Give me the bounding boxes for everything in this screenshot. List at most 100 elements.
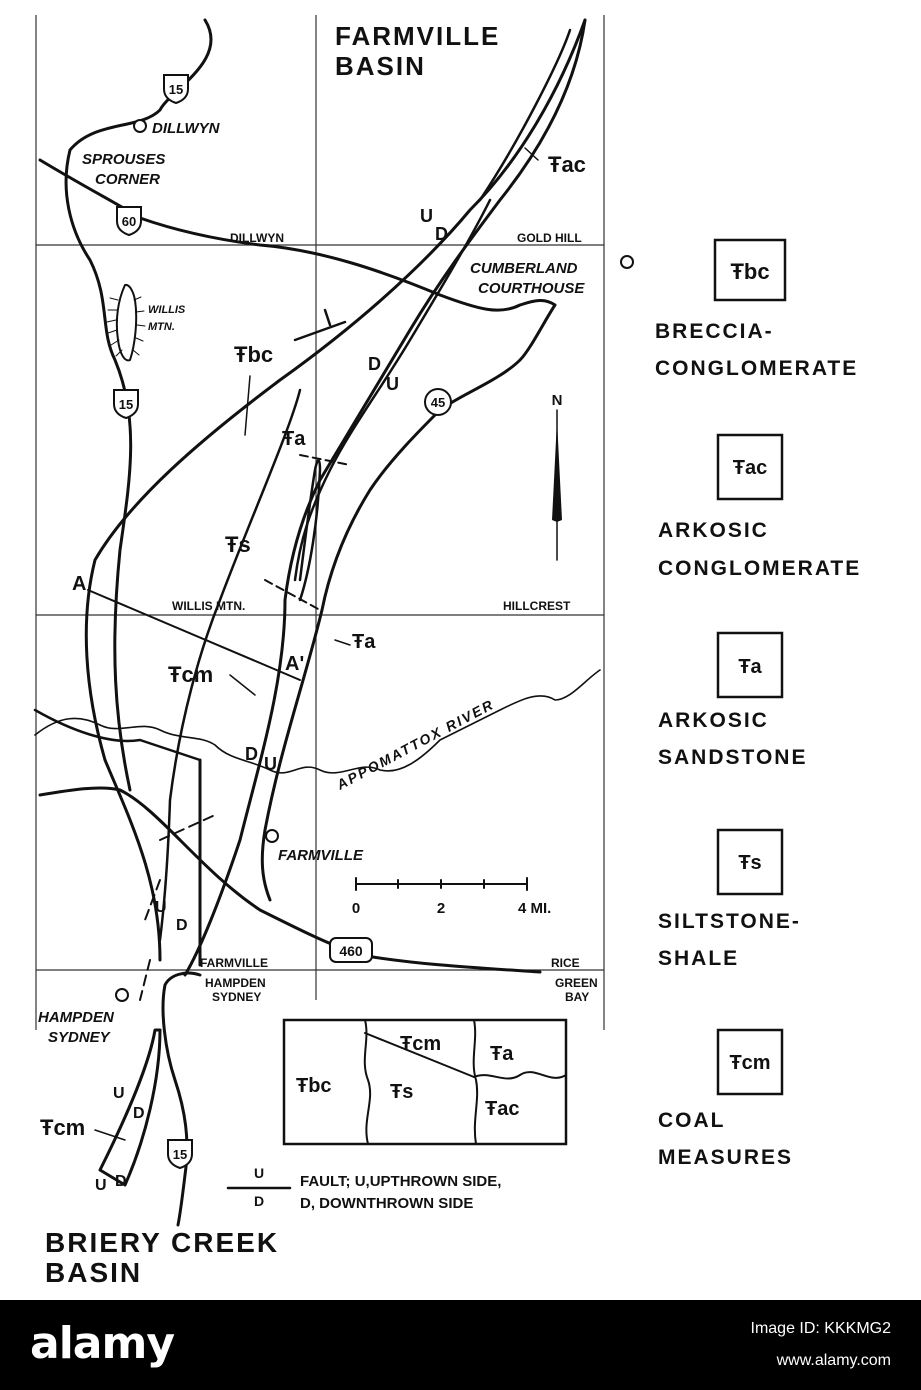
svg-text:COAL: COAL (658, 1109, 726, 1132)
town-sprouses-2: CORNER (95, 171, 160, 188)
quad-dillwyn: DILLWYN (230, 231, 284, 245)
svg-text:ARKOSIC: ARKOSIC (658, 709, 769, 732)
svg-text:15: 15 (169, 82, 183, 97)
appomattox-river-label: APPOMATTOX RIVER (333, 696, 497, 793)
route-45-shield: 45 (424, 388, 452, 416)
svg-text:Ŧa: Ŧa (738, 656, 762, 678)
quad-green-bay-2: BAY (565, 990, 589, 1004)
fault-d-3: D (245, 744, 258, 764)
legend-item-arkosic-conglomerate: Ŧac ARKOSIC CONGLOMERATE (658, 433, 861, 580)
svg-text:460: 460 (339, 943, 363, 959)
town-cumberland-2: COURTHOUSE (478, 280, 585, 297)
svg-text:15: 15 (173, 1147, 187, 1162)
fault-d-6: D (115, 1173, 127, 1190)
town-cumberland-1: CUMBERLAND (470, 260, 578, 277)
svg-text:MEASURES: MEASURES (658, 1146, 793, 1169)
fault-lines (87, 147, 539, 1141)
quad-willis-mtn: WILLIS MTN. (172, 599, 245, 613)
fault-legend-line-2: D, DOWNTHROWN SIDE (300, 1195, 473, 1212)
route-15-shield-3: 15 (167, 1139, 193, 1170)
route-15-shield: 15 (163, 74, 189, 105)
geologic-map: 15 60 15 45 460 15 N (33, 15, 861, 1288)
svg-text:SANDSTONE: SANDSTONE (658, 746, 807, 769)
unit-trac-map: Ŧac (548, 152, 586, 177)
quad-green-bay-1: GREEN (555, 976, 598, 990)
svg-text:60: 60 (122, 214, 136, 229)
legend-item-breccia-conglomerate: Ŧbc BRECCIA- CONGLOMERATE (655, 238, 858, 380)
legend-item-coal-measures: Ŧcm COAL MEASURES (658, 1028, 793, 1169)
scale-tick-4: 4 MI. (518, 900, 551, 917)
willis-mtn-label-1: WILLIS (148, 304, 186, 316)
fault-legend-d: D (254, 1193, 264, 1209)
svg-text:SILTSTONE-: SILTSTONE- (658, 910, 801, 933)
town-dillwyn: DILLWYN (152, 120, 221, 137)
farmville-basin-title-2: BASIN (335, 51, 426, 81)
section-a: A (72, 573, 86, 595)
north-arrow: N (552, 392, 563, 561)
route-shields: 15 60 15 45 460 15 (113, 74, 452, 1170)
site-url: www.alamy.com (776, 1352, 891, 1369)
town-farmville: FARMVILLE (278, 847, 364, 864)
fault-u-1: U (420, 206, 433, 226)
unit-tra-map-2: Ŧa (352, 631, 376, 653)
fault-u-2: U (386, 374, 399, 394)
basin-contacts (84, 18, 587, 1187)
fault-u-3: U (264, 754, 277, 774)
svg-text:15: 15 (119, 397, 133, 412)
inset-trcm: Ŧcm (400, 1033, 441, 1055)
unit-trbc-map: Ŧbc (234, 342, 273, 367)
quad-rice: RICE (551, 956, 580, 970)
fault-u-6: U (95, 1177, 107, 1194)
town-markers (115, 119, 634, 1002)
svg-text:CONGLOMERATE: CONGLOMERATE (658, 557, 861, 580)
svg-text:CONGLOMERATE: CONGLOMERATE (655, 357, 858, 380)
scale-tick-2: 2 (437, 900, 445, 917)
scale-tick-0: 0 (352, 900, 360, 917)
unit-trcm-map: Ŧcm (168, 662, 213, 687)
quad-farmville: FARMVILLE (200, 956, 268, 970)
legend-item-arkosic-sandstone: Ŧa ARKOSIC SANDSTONE (658, 631, 807, 769)
svg-text:BRECCIA-: BRECCIA- (655, 320, 774, 343)
unit-legend: Ŧbc BRECCIA- CONGLOMERATE Ŧac ARKOSIC CO… (655, 238, 861, 1169)
farmville-basin-title-1: FARMVILLE (335, 21, 500, 51)
svg-text:45: 45 (431, 395, 445, 410)
svg-text:Ŧac: Ŧac (733, 457, 767, 479)
svg-text:N: N (552, 392, 563, 409)
svg-text:Ŧcm: Ŧcm (729, 1052, 770, 1074)
svg-text:Ŧs: Ŧs (738, 852, 761, 874)
section-a-prime: A' (285, 653, 304, 675)
unit-trs-map: Ŧs (225, 532, 251, 557)
town-hampden-1: HAMPDEN (38, 1009, 115, 1026)
legend-item-siltstone-shale: Ŧs SILTSTONE- SHALE (658, 828, 801, 970)
inset-trac: Ŧac (485, 1098, 519, 1120)
quad-gold-hill: GOLD HILL (517, 231, 582, 245)
town-sprouses-1: SPROUSES (82, 151, 165, 168)
stratigraphic-inset: Ŧbc Ŧcm Ŧs Ŧa Ŧac (282, 1018, 568, 1146)
svg-text:Ŧbc: Ŧbc (730, 259, 769, 284)
fault-u-5: U (113, 1085, 125, 1102)
fault-d-2: D (368, 354, 381, 374)
image-id: Image ID: KKKMG2 (750, 1320, 892, 1337)
scale-bar: 0 2 4 MI. (352, 877, 551, 917)
roads (33, 18, 557, 1227)
unit-tra-map-1: Ŧa (282, 428, 306, 450)
willis-mtn-label-2: MTN. (148, 321, 175, 333)
fault-u-4: U (155, 899, 167, 916)
quad-hampden-2: SYDNEY (212, 990, 261, 1004)
fault-d-1: D (435, 224, 448, 244)
appomattox-river (34, 669, 601, 774)
route-15-shield-2: 15 (113, 389, 139, 420)
briery-creek-basin-title-2: BASIN (45, 1257, 142, 1288)
svg-text:SHALE: SHALE (658, 947, 739, 970)
fault-legend: U D FAULT; U,UPTHROWN SIDE, D, DOWNTHROW… (226, 1165, 501, 1212)
inset-tra: Ŧa (490, 1043, 514, 1065)
svg-text:ARKOSIC: ARKOSIC (658, 519, 769, 542)
inset-trbc: Ŧbc (296, 1075, 332, 1097)
fault-d-5: D (133, 1105, 145, 1122)
unit-trcm-map-2: Ŧcm (40, 1115, 85, 1140)
quad-hillcrest: HILLCREST (503, 599, 571, 613)
inset-trs: Ŧs (390, 1081, 413, 1103)
fault-legend-u: U (254, 1165, 264, 1181)
willis-mountain-feature (106, 283, 146, 362)
watermark-footer: alamy Image ID: KKKMG2 www.alamy.com (0, 1300, 921, 1390)
